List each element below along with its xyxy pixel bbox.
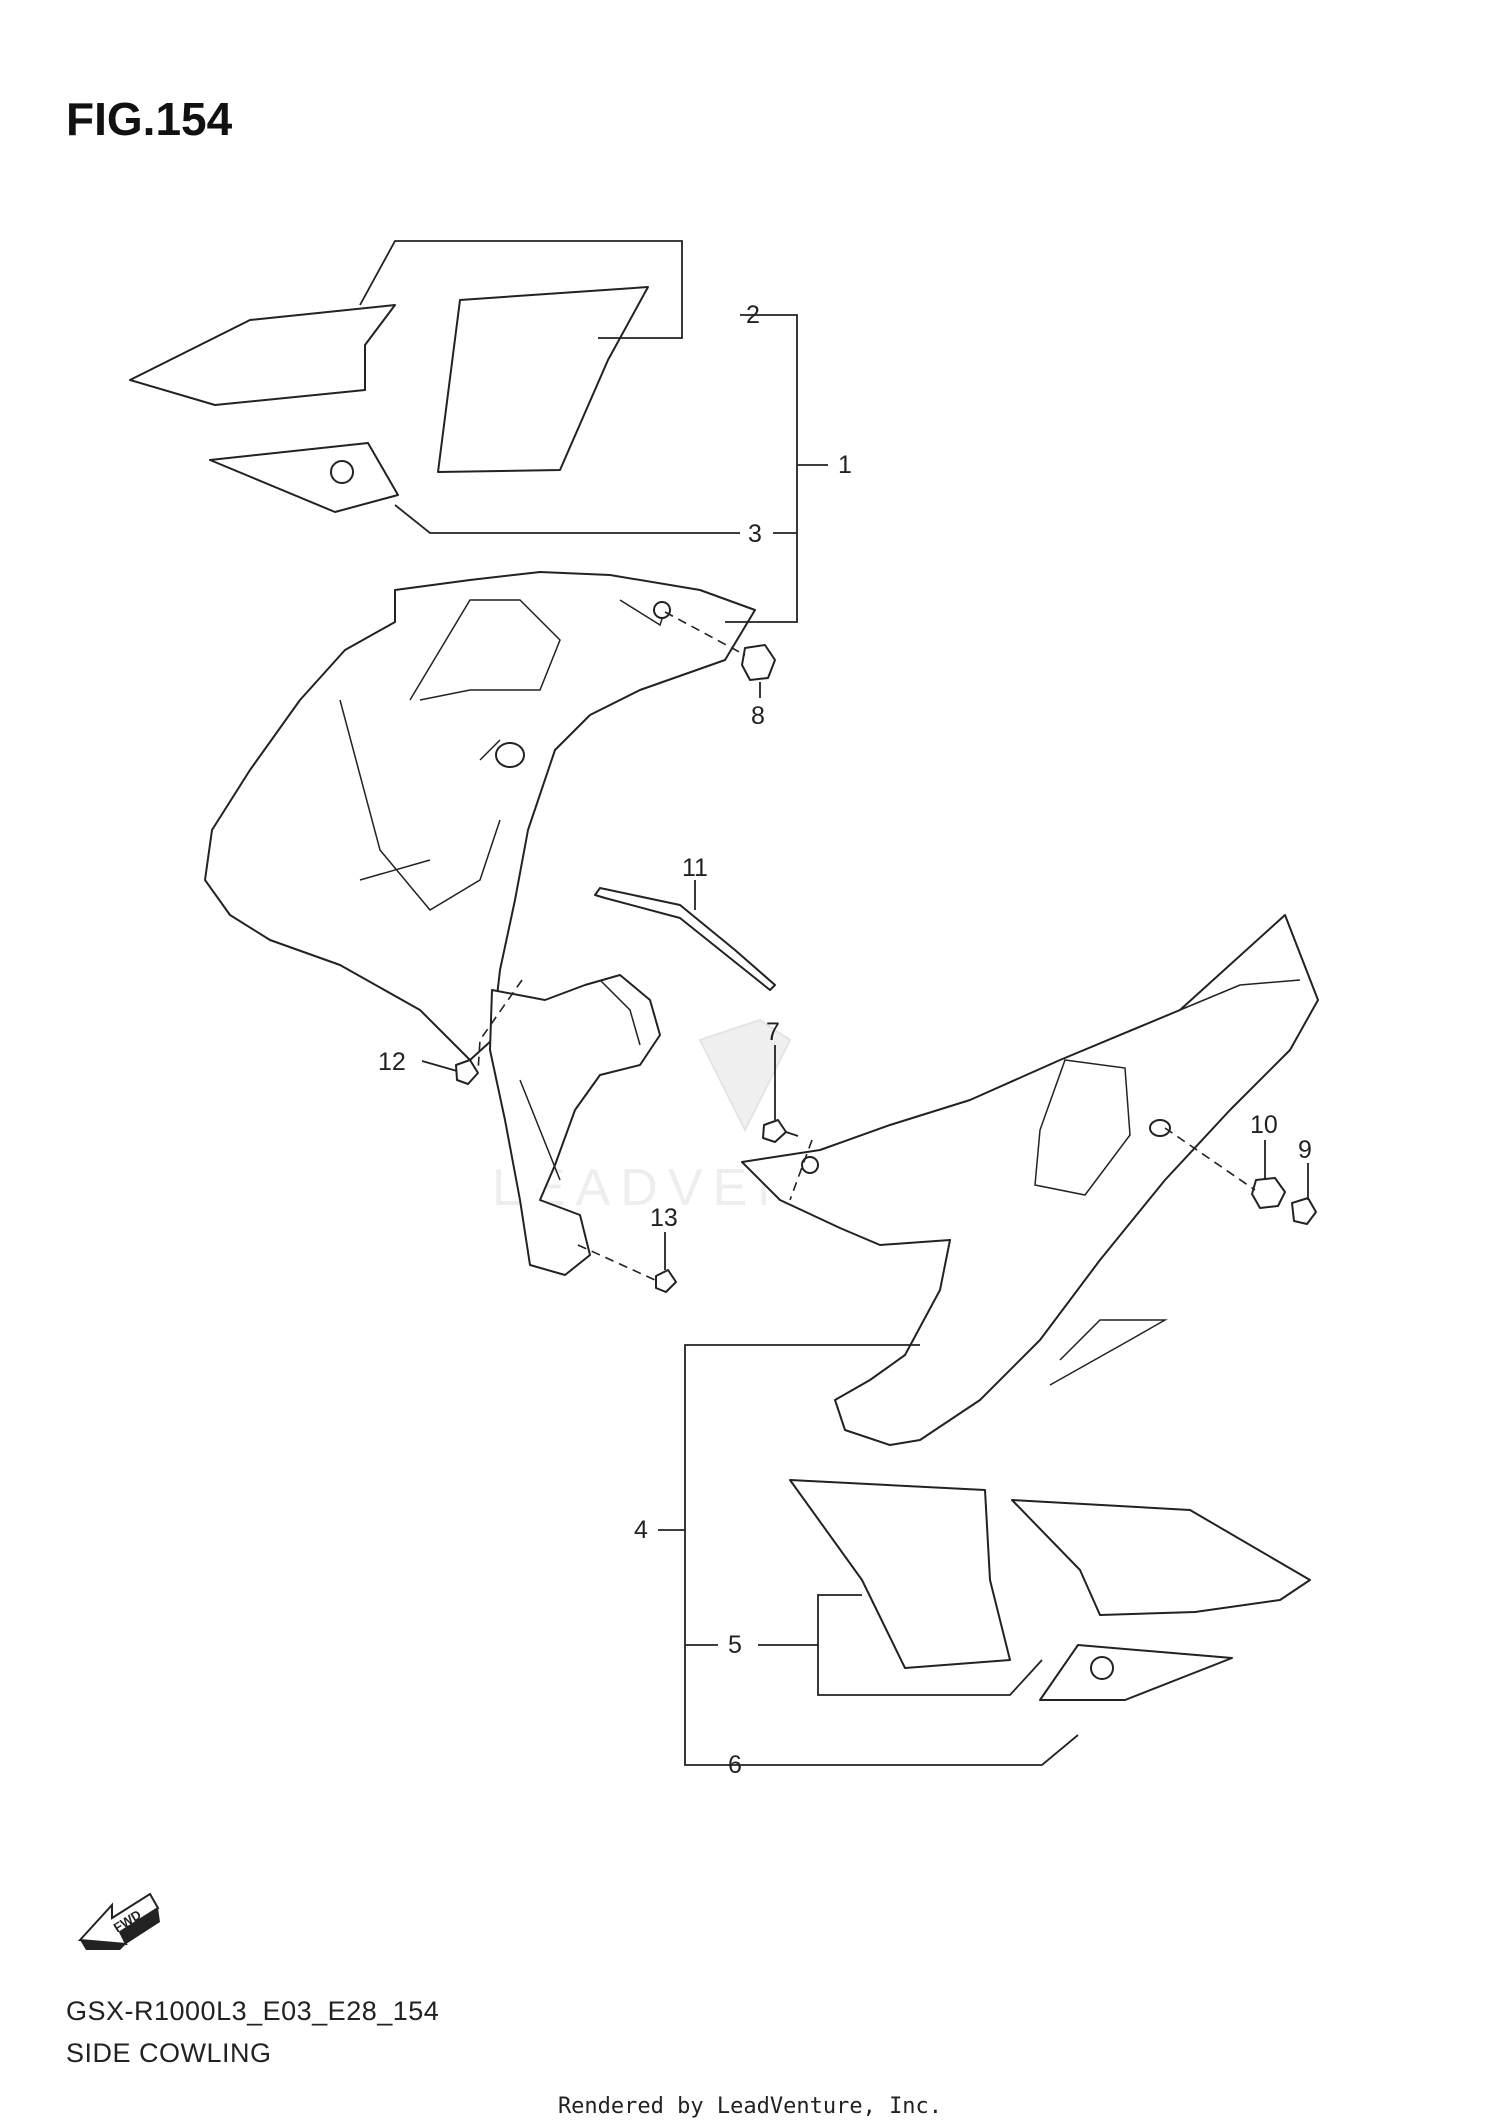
inner-panel[interactable] — [489, 974, 661, 1276]
decal-hole-icon — [1090, 1656, 1114, 1680]
render-credit: Rendered by LeadVenture, Inc. — [557, 2094, 943, 2119]
decal-set-lower[interactable] — [789, 1479, 1311, 1701]
grommet-hole-icon — [495, 742, 525, 768]
decal-hole-icon — [330, 460, 354, 484]
figure-name: SIDE COWLING — [66, 2038, 272, 2068]
callout-label-2: 2 — [746, 301, 760, 329]
hardware[interactable] — [455, 644, 1317, 1293]
callout-label-5: 5 — [728, 1631, 742, 1659]
fwd-arrow-icon: FWD — [77, 1892, 160, 1950]
upper-side-cowling[interactable] — [204, 571, 756, 1061]
callout-label-6: 6 — [728, 1751, 742, 1779]
callout-label-12: 12 — [378, 1048, 406, 1076]
trim-strip[interactable] — [594, 887, 776, 991]
callout-label-11: 11 — [682, 854, 708, 882]
callout-label-9: 9 — [1298, 1136, 1312, 1164]
callout-label-10: 10 — [1250, 1111, 1278, 1139]
callout-label-8: 8 — [751, 702, 765, 730]
callout-label-3: 3 — [748, 520, 762, 548]
lower-side-cowling[interactable] — [741, 914, 1319, 1446]
callout-label-4: 4 — [634, 1516, 648, 1544]
figure-title: FIG.154 — [66, 93, 233, 145]
callout-label-13: 13 — [650, 1204, 678, 1232]
callout-label-7: 7 — [766, 1018, 780, 1046]
model-code: GSX-R1000L3_E03_E28_154 — [66, 1996, 440, 2026]
callout-label-1: 1 — [838, 451, 852, 479]
decal-set-upper[interactable] — [129, 286, 649, 513]
